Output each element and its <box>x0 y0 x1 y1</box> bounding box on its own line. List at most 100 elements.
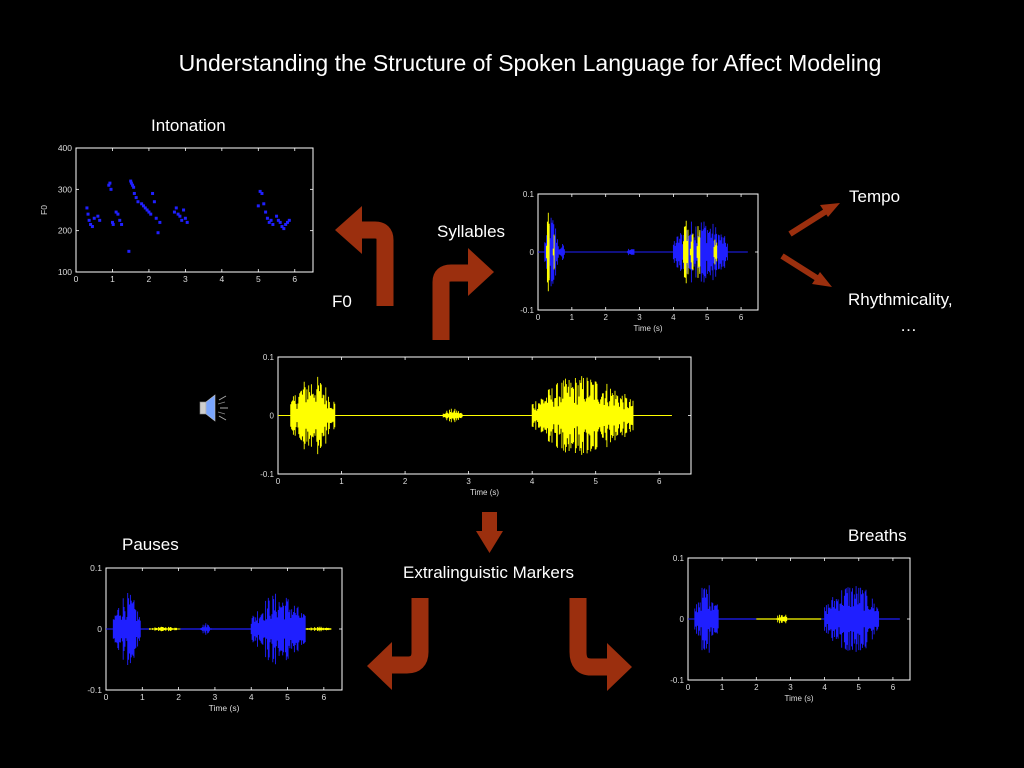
f0-point <box>183 216 187 220</box>
waveform-segment <box>689 233 694 271</box>
x-tick-label: 0 <box>686 683 691 692</box>
x-tick-label: 5 <box>256 274 261 284</box>
x-tick-label: 5 <box>705 313 710 322</box>
waveform-segment <box>199 623 212 635</box>
f0-point <box>129 179 133 183</box>
x-tick-label: 2 <box>176 692 181 702</box>
f0-point <box>127 249 131 253</box>
x-tick-label: 5 <box>593 477 598 486</box>
x-axis-label: Time (s) <box>470 488 499 497</box>
x-tick-label: 4 <box>530 477 535 486</box>
f0-point <box>152 200 156 204</box>
x-tick-label: 3 <box>637 313 642 322</box>
waveform-segment <box>112 593 141 665</box>
waveform-segment <box>713 239 718 265</box>
f0-point <box>174 206 178 210</box>
label-intonation: Intonation <box>151 116 226 135</box>
x-tick-label: 6 <box>321 692 326 702</box>
arrow-to-rhythmicality <box>780 253 832 287</box>
y-tick-label: -0.1 <box>87 685 102 695</box>
f0-point <box>118 218 122 222</box>
f0-point <box>132 191 136 195</box>
x-tick-label: 1 <box>570 313 575 322</box>
waveform-segment <box>558 244 565 260</box>
y-tick-label: -0.1 <box>670 676 684 685</box>
y-tick-label: 0 <box>270 412 275 421</box>
f0-point <box>271 222 275 226</box>
x-tick-label: 3 <box>213 692 218 702</box>
waveform-segment <box>546 212 550 292</box>
f0-point <box>111 222 115 226</box>
f0-point <box>145 208 149 212</box>
y-tick-label: 0.1 <box>90 563 102 573</box>
f0-point <box>116 212 120 216</box>
waveform-segment <box>683 220 689 284</box>
x-axis-label: Time (s) <box>633 324 662 333</box>
f0-point <box>282 227 286 231</box>
arrow-to-f0 <box>335 206 394 306</box>
f0-point <box>134 196 138 200</box>
f0-point <box>96 214 100 218</box>
y-tick-label: 200 <box>58 226 72 236</box>
x-tick-label: 2 <box>754 683 759 692</box>
waveform-segment <box>531 376 634 455</box>
f0-point <box>90 225 94 229</box>
x-tick-label: 0 <box>74 274 79 284</box>
f0-point <box>108 181 112 185</box>
y-tick-label: 0 <box>530 248 535 257</box>
x-tick-label: 3 <box>183 274 188 284</box>
label-breaths: Breaths <box>848 526 907 545</box>
f0-point <box>265 216 269 220</box>
label-ellipsis: … <box>900 316 917 335</box>
arrow-to-breaths <box>569 598 632 691</box>
f0-point <box>151 191 155 195</box>
f0-point <box>98 218 102 222</box>
x-tick-label: 6 <box>739 313 744 322</box>
f0-point <box>85 206 89 210</box>
x-tick-label: 1 <box>339 477 344 486</box>
x-tick-label: 0 <box>536 313 541 322</box>
x-tick-label: 1 <box>110 274 115 284</box>
f0-point <box>185 220 189 224</box>
f0-point <box>260 191 264 195</box>
y-tick-label: 0 <box>97 624 102 634</box>
x-tick-label: 5 <box>285 692 290 702</box>
f0-point <box>149 212 153 216</box>
f0-point <box>143 206 147 210</box>
f0-point <box>280 225 284 229</box>
f0-point <box>172 210 176 214</box>
y-axis-label: F0 <box>39 205 49 215</box>
x-axis-label: Time (s) <box>209 703 240 713</box>
waveform-segment <box>696 226 701 278</box>
f0-point <box>178 214 182 218</box>
f0-point <box>129 181 133 185</box>
x-axis-label: Time (s) <box>784 694 813 703</box>
x-tick-label: 1 <box>140 692 145 702</box>
f0-point <box>107 183 111 187</box>
waveform-segment <box>694 585 719 653</box>
label-syllables: Syllables <box>437 222 506 241</box>
arrow-to-pauses <box>367 598 429 690</box>
f0-point <box>267 220 271 224</box>
arrow-to-syllables <box>432 248 494 340</box>
x-tick-label: 4 <box>219 274 224 284</box>
label-extralinguistic-markers: Extralinguistic Markers <box>403 563 574 582</box>
f0-point <box>269 218 273 222</box>
f0-point <box>92 216 96 220</box>
f0-point <box>86 212 90 216</box>
f0-point <box>278 220 282 224</box>
y-tick-label: 100 <box>58 267 72 277</box>
f0-point <box>87 218 91 222</box>
waveform-segment <box>627 248 635 256</box>
f0-point <box>141 204 145 208</box>
f0-point <box>182 208 186 212</box>
f0-point <box>136 200 140 204</box>
speaker-icon[interactable] <box>199 394 228 422</box>
waveform-segment <box>250 593 306 665</box>
x-tick-label: 6 <box>292 274 297 284</box>
x-tick-label: 4 <box>671 313 676 322</box>
y-tick-label: -0.1 <box>260 470 274 479</box>
